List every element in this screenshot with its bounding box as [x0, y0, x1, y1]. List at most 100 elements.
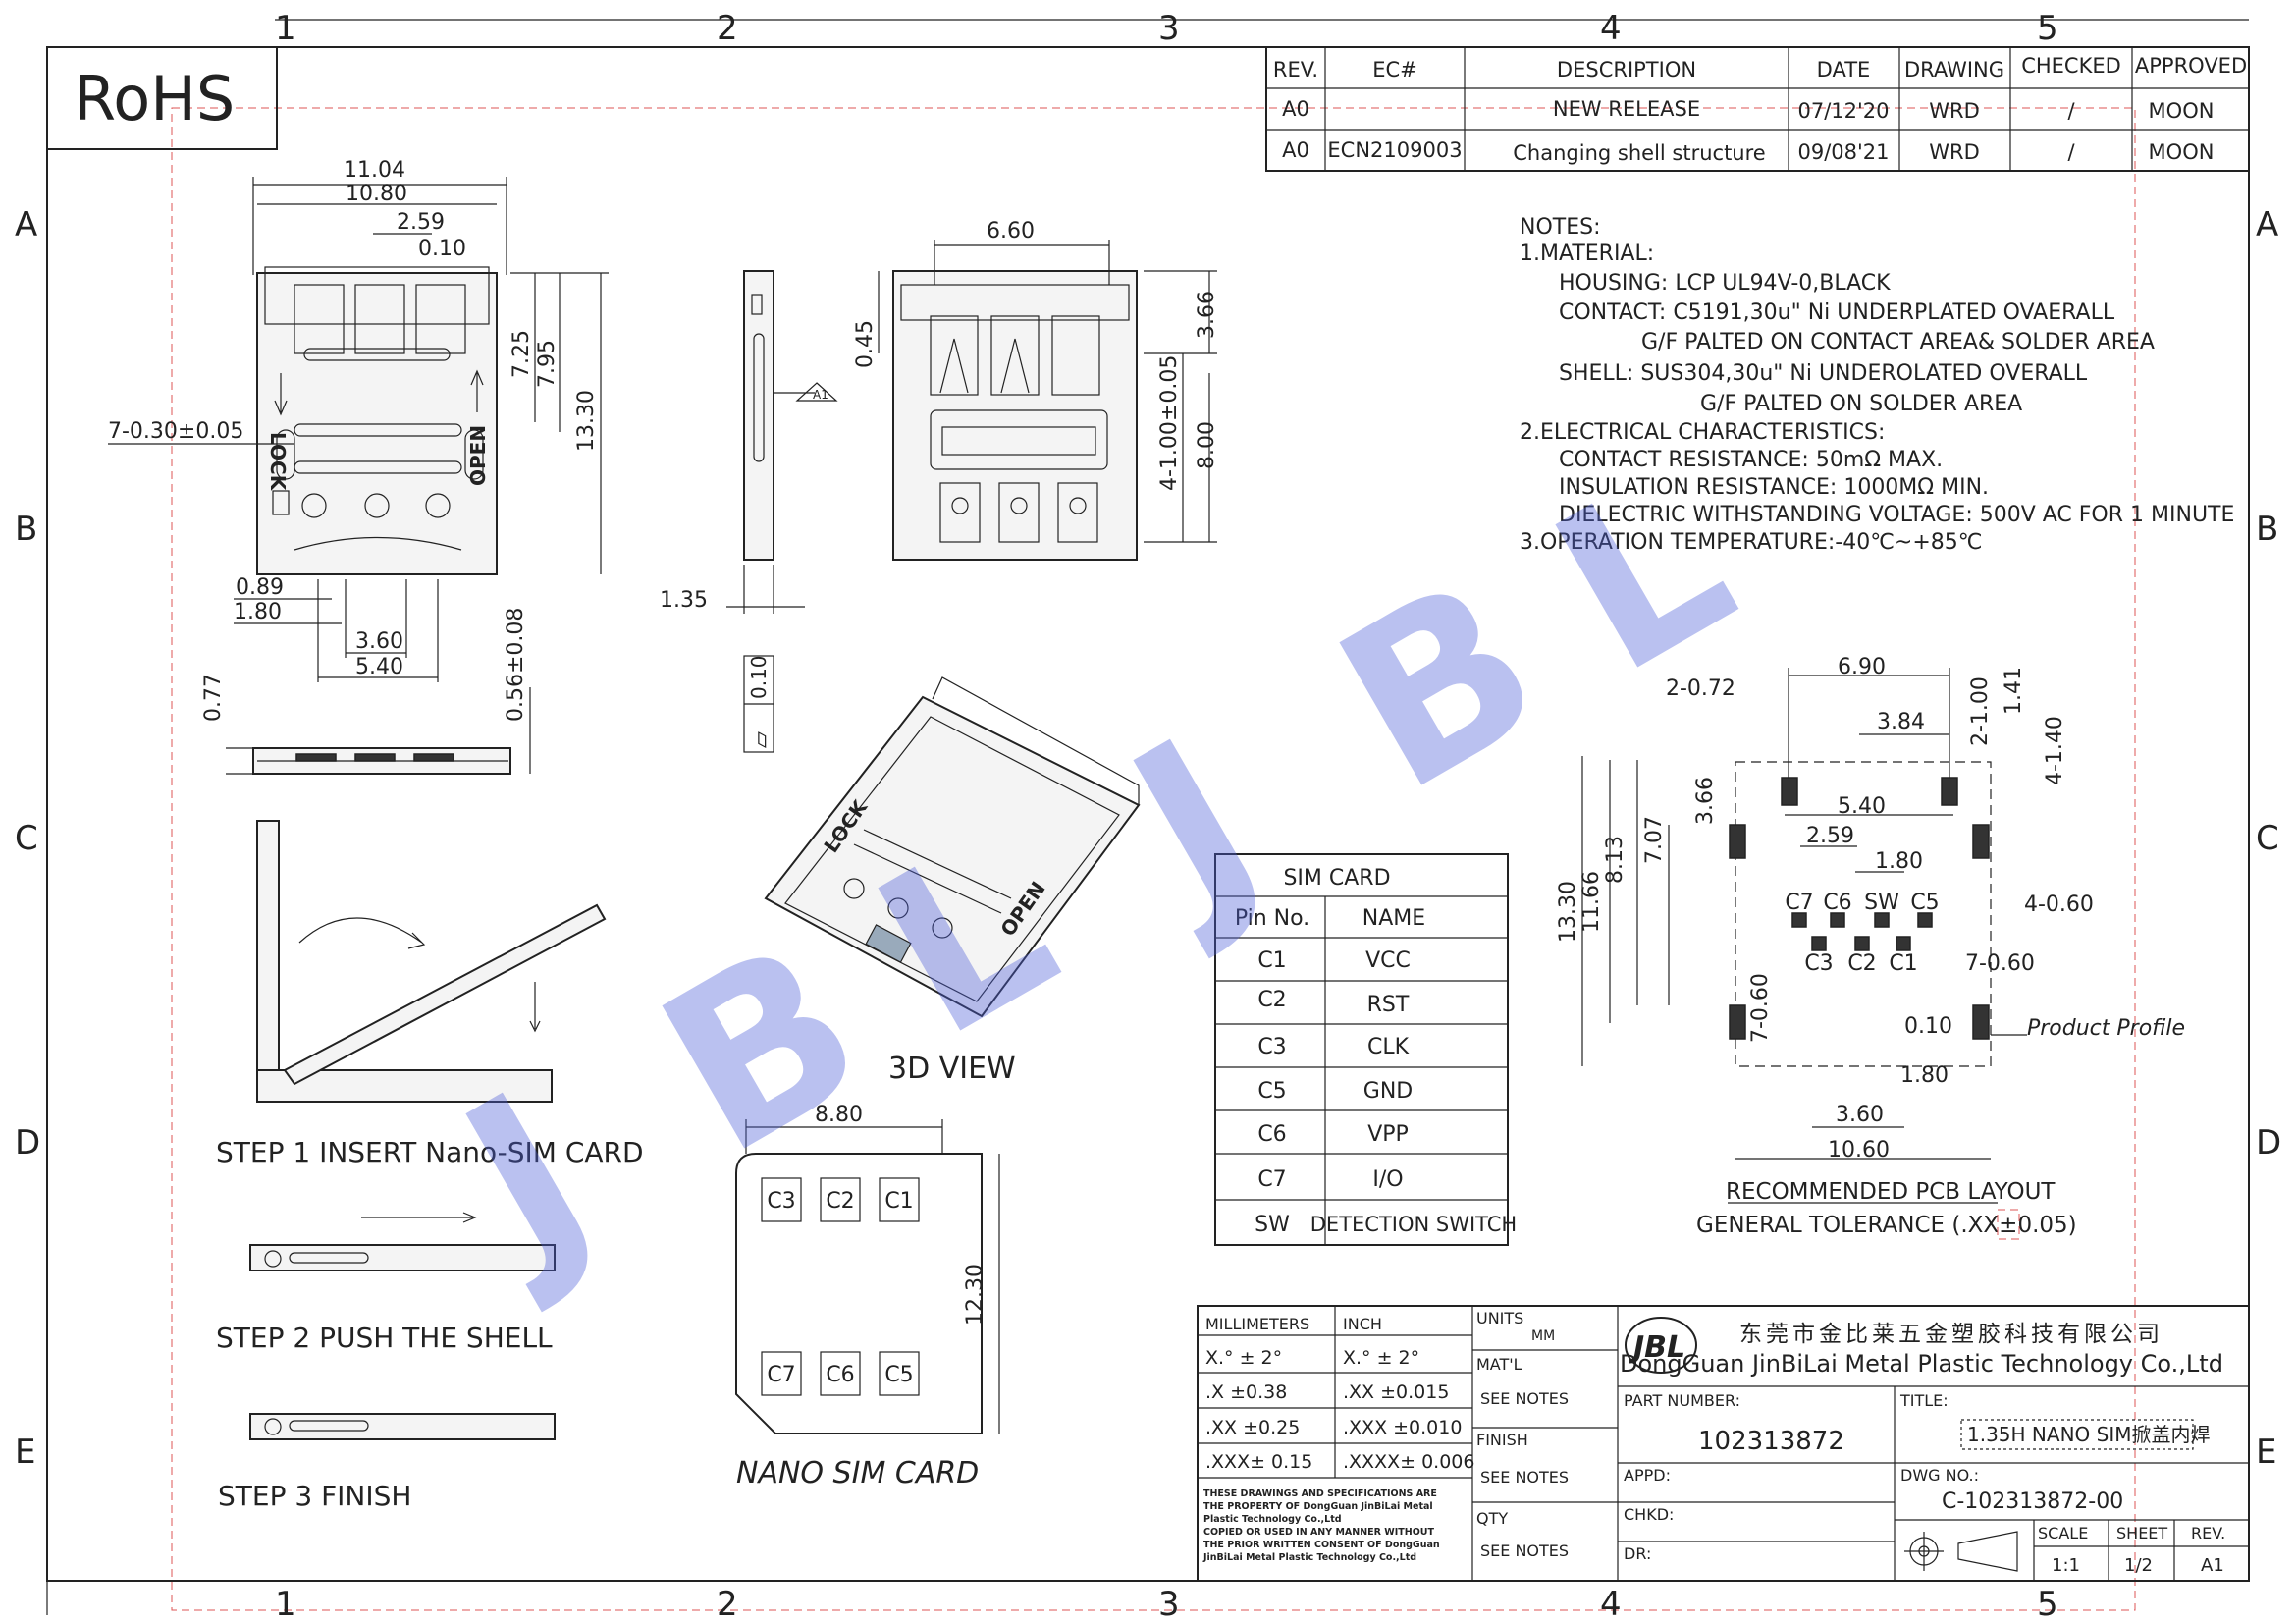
nano-pad-c2: C2 [826, 1189, 854, 1214]
pcb-dim-0-10: 0.10 [1904, 1014, 1952, 1039]
grid-col-4-bottom: 4 [1600, 1585, 1622, 1623]
chkd-label: CHKD: [1624, 1505, 1674, 1524]
pcb-pad-c7: C7 [1785, 891, 1813, 915]
note-line: G/F PALTED ON CONTACT AREA& SOLDER AREA [1641, 330, 2155, 354]
units-value: MM [1531, 1328, 1555, 1344]
sim-name: I/O [1372, 1167, 1403, 1192]
sim-pin: C6 [1257, 1122, 1286, 1147]
pcb-layout-title: RECOMMENDED PCB LAYOUT [1726, 1179, 2056, 1205]
copyright-line: THE PROPERTY OF DongGuan JinBiLai Metal [1203, 1501, 1433, 1512]
step-3-diagram: STEP 3 FINISH [218, 1413, 556, 1512]
sim-pin: C5 [1257, 1079, 1286, 1104]
dim-3-66-bottom: 3.66 [1195, 291, 1219, 339]
tol-inch: .XXXX± 0.006 [1343, 1451, 1474, 1473]
rohs-box [46, 46, 278, 150]
dim-5-40: 5.40 [355, 655, 403, 679]
appd-label: APPD: [1624, 1466, 1671, 1485]
rev-label: REV. [2191, 1524, 2225, 1542]
watermark-letter: J [415, 1045, 630, 1321]
pcb-pad-c2: C2 [1847, 951, 1876, 976]
sim-header-pin: Pin No. [1235, 906, 1309, 931]
rev-row2-date: 09/08'21 [1797, 140, 1889, 164]
tol-inch: .XX ±0.015 [1343, 1381, 1449, 1403]
grid-row-d: D [15, 1123, 40, 1163]
grid-column-labels: 1 2 3 4 5 1 2 3 4 5 [275, 9, 2058, 1623]
nano-sim-height: 12.30 [963, 1264, 988, 1325]
grid-row-e: E [15, 1433, 35, 1472]
rev-row2-ec: ECN2109003 [1327, 138, 1462, 162]
rev-header-checked: CHECKED [2021, 54, 2121, 78]
pcb-dim-7-0-60-left: 7-0.60 [1748, 973, 1773, 1043]
dim-3-60: 3.60 [355, 629, 403, 654]
nano-pad-c7: C7 [767, 1363, 795, 1387]
nano-pad-c5: C5 [884, 1363, 913, 1387]
pcb-pad-c5: C5 [1910, 891, 1939, 915]
sim-pin: SW [1255, 1213, 1290, 1237]
copyright-line: THESE DRAWINGS AND SPECIFICATIONS ARE [1203, 1488, 1437, 1499]
pcb-dim-3-66: 3.66 [1693, 777, 1718, 825]
grid-col-2: 2 [717, 9, 738, 48]
qty-value: SEE NOTES [1480, 1542, 1569, 1560]
dim-1-80: 1.80 [234, 600, 282, 624]
note-line: 2.ELECTRICAL CHARACTERISTICS: [1520, 420, 1885, 445]
rev-row2-checked: / [2067, 140, 2075, 164]
pcb-dim-8-13: 8.13 [1603, 836, 1628, 884]
note-line: NOTES: [1520, 215, 1601, 240]
datum-a1: A1 [813, 388, 828, 402]
sim-pin: C3 [1257, 1035, 1286, 1059]
grid-row-a-right: A [2256, 205, 2278, 244]
sim-name: DETECTION SWITCH [1310, 1213, 1517, 1236]
note-line: CONTACT RESISTANCE: 50mΩ MAX. [1559, 448, 1943, 472]
scale-value: 1:1 [2052, 1555, 2080, 1576]
dim-1-35: 1.35 [660, 588, 708, 613]
nano-sim-label: NANO SIM CARD [736, 1456, 979, 1490]
pcb-layout: C7 C6 SW C5 C3 C2 C1 6.90 2-0.72 3.84 2-… [1556, 655, 2185, 1238]
tol-inch: X.° ± 2° [1343, 1347, 1419, 1369]
company-name-en: DongGuan JinBiLai Metal Plastic Technolo… [1620, 1350, 2223, 1378]
dim-0-10: 0.10 [418, 237, 466, 261]
step-2-label: STEP 2 PUSH THE SHELL [216, 1322, 553, 1354]
grid-row-c: C [15, 819, 38, 858]
grid-col-1-bottom: 1 [275, 1585, 296, 1623]
jbl-logo-mark [1625, 1317, 1697, 1374]
pcb-dim-2-1-00: 2-1.00 [1968, 676, 1993, 746]
dim-7-95: 7.95 [535, 340, 560, 388]
pcb-dim-1-80: 1.80 [1875, 849, 1923, 874]
copyright-line: THE PRIOR WRITTEN CONSENT OF DongGuan [1203, 1540, 1440, 1550]
notes-block: NOTES: 1.MATERIAL: HOUSING: LCP UL94V-0,… [1520, 215, 2234, 555]
flatness-symbol: ▱ [749, 731, 774, 748]
pcb-dim-7-07: 7.07 [1642, 816, 1667, 864]
rev-header-description: DESCRIPTION [1557, 58, 1696, 81]
qty-label: QTY [1476, 1509, 1508, 1528]
dim-0-10-flatness: 0.10 [747, 655, 771, 699]
rev-row1-date: 07/12'20 [1797, 99, 1889, 123]
finish-value: SEE NOTES [1480, 1468, 1569, 1487]
copyright-line: COPIED OR USED IN ANY MANNER WITHOUT [1203, 1527, 1435, 1538]
grid-row-a: A [15, 205, 37, 244]
3d-view-label: 3D VIEW [888, 1052, 1016, 1086]
tol-mm: .XXX± 0.15 [1205, 1451, 1312, 1473]
sim-pin: C2 [1257, 988, 1286, 1012]
grid-row-d-right: D [2256, 1123, 2281, 1163]
rev-row1-rev: A0 [1282, 97, 1309, 121]
tol-header-mm: MILLIMETERS [1205, 1315, 1309, 1333]
grid-col-2-bottom: 2 [717, 1585, 738, 1623]
rev-header-rev: REV. [1273, 58, 1318, 81]
dim-13-30: 13.30 [574, 390, 599, 452]
grid-row-b: B [15, 510, 37, 549]
tol-mm: X.° ± 2° [1205, 1347, 1282, 1369]
sim-pin-table: SIM CARD Pin No. NAME C1 VCC C2 RST C3 C… [1214, 853, 1517, 1246]
pcb-dim-3-60: 3.60 [1836, 1103, 1884, 1127]
dim-6-60: 6.60 [987, 219, 1035, 243]
nano-pad-c6: C6 [826, 1363, 854, 1387]
grid-col-1: 1 [275, 9, 296, 48]
pcb-dim-4-1-40: 4-1.40 [2043, 716, 2067, 785]
pcb-product-profile: Product Profile [2027, 1016, 2185, 1041]
sim-pin: C1 [1257, 948, 1286, 973]
units-label: UNITS [1476, 1309, 1523, 1327]
sim-name: GND [1363, 1079, 1413, 1104]
note-line: HOUSING: LCP UL94V-0,BLACK [1559, 271, 1891, 296]
rev-header-ec: EC# [1372, 58, 1417, 81]
tol-inch: .XXX ±0.010 [1343, 1417, 1462, 1438]
dim-8-00: 8.00 [1195, 421, 1219, 469]
